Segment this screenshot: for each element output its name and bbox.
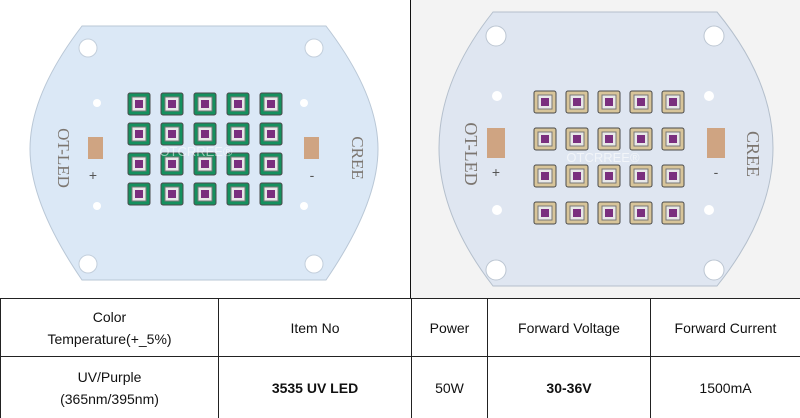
led-chip: [533, 164, 557, 188]
led-chip: [160, 122, 184, 146]
led-chip: [565, 201, 589, 225]
small-hole: [492, 205, 502, 215]
header-forward-current: Forward Current: [650, 298, 800, 357]
led-chip: [565, 164, 589, 188]
led-chip: [127, 92, 151, 116]
solder-pad-positive: [487, 128, 505, 158]
led-board-illustration-left: + - OT-LED CREE OTCRREE®: [29, 25, 379, 281]
small-hole: [704, 205, 714, 215]
led-chip: [597, 90, 621, 114]
mount-hole: [485, 259, 507, 281]
led-chip: [226, 152, 250, 176]
led-chip: [629, 164, 653, 188]
cell-color-line2: (365nm/395nm): [60, 390, 159, 407]
led-chip: [629, 201, 653, 225]
brand-ot-led: OT-LED: [461, 122, 481, 185]
table-row: UV/Purple (365nm/395nm) 3535 UV LED 50W …: [0, 356, 800, 418]
cell-color-line1: UV/Purple: [77, 368, 142, 385]
mount-hole: [485, 25, 507, 47]
led-chip: [533, 201, 557, 225]
brand-ot-led: OT-LED: [54, 128, 73, 188]
small-hole: [492, 91, 502, 101]
header-color-temperature: Color Temperature(+_5%): [0, 298, 219, 357]
led-chip: [226, 92, 250, 116]
header-item-no: Item No: [218, 298, 412, 357]
mount-hole: [78, 254, 98, 274]
led-chip: [193, 152, 217, 176]
led-chip: [259, 152, 283, 176]
led-board-photo-yellow: + - OT-LED CREE OTCRREE®: [411, 0, 800, 298]
led-chip: [661, 201, 685, 225]
small-hole: [704, 91, 714, 101]
cell-forward-voltage: 30-36V: [487, 356, 651, 418]
mount-hole: [703, 25, 725, 47]
led-chip: [259, 92, 283, 116]
led-chip: [661, 127, 685, 151]
led-chip: [127, 182, 151, 206]
led-chip: [629, 127, 653, 151]
led-grid: [127, 92, 283, 206]
led-chip: [259, 182, 283, 206]
led-chip: [193, 92, 217, 116]
led-chip: [661, 164, 685, 188]
led-chip: [160, 152, 184, 176]
header-power: Power: [411, 298, 488, 357]
cell-forward-current: 1500mA: [650, 356, 800, 418]
cell-power: 50W: [411, 356, 488, 418]
led-chip: [597, 164, 621, 188]
plus-label: +: [492, 164, 500, 180]
small-hole: [93, 99, 101, 107]
header-color-line1: Color: [92, 308, 127, 325]
led-grid: [533, 90, 685, 225]
led-chip: [533, 90, 557, 114]
watermark: OTCRREE®: [566, 150, 640, 165]
led-chip: [226, 122, 250, 146]
minus-label: -: [310, 167, 315, 183]
led-chip: [565, 90, 589, 114]
watermark: OTCRREE®: [159, 144, 233, 159]
cell-color: UV/Purple (365nm/395nm): [0, 356, 219, 418]
minus-label: -: [714, 164, 719, 180]
led-chip: [160, 182, 184, 206]
header-forward-voltage: Forward Voltage: [487, 298, 651, 357]
led-chip: [127, 122, 151, 146]
plus-label: +: [89, 167, 97, 183]
led-chip: [565, 127, 589, 151]
brand-cree: CREE: [348, 136, 367, 179]
led-chip: [193, 122, 217, 146]
solder-pad-negative: [304, 137, 319, 159]
mount-hole: [304, 38, 324, 58]
mount-hole: [78, 38, 98, 58]
led-board-illustration-right: + - OT-LED CREE OTCRREE®: [438, 11, 774, 287]
led-board-photo-green: + - OT-LED CREE OTCRREE®: [0, 0, 410, 298]
led-chip: [193, 182, 217, 206]
solder-pad-positive: [88, 137, 103, 159]
mount-hole: [703, 259, 725, 281]
product-photos: + - OT-LED CREE OTCRREE® + - OT-LED CREE: [0, 0, 800, 298]
led-chip: [533, 127, 557, 151]
led-chip: [597, 127, 621, 151]
led-chip: [259, 122, 283, 146]
led-chip: [226, 182, 250, 206]
small-hole: [300, 99, 308, 107]
small-hole: [93, 202, 101, 210]
header-color-line2: Temperature(+_5%): [47, 330, 172, 347]
solder-pad-negative: [707, 128, 725, 158]
led-chip: [160, 92, 184, 116]
led-chip: [629, 90, 653, 114]
led-chip: [127, 152, 151, 176]
led-chip: [661, 90, 685, 114]
led-chip: [597, 201, 621, 225]
spec-table: Color Temperature(+_5%) Item No Power Fo…: [0, 298, 800, 418]
small-hole: [300, 202, 308, 210]
table-header-row: Color Temperature(+_5%) Item No Power Fo…: [0, 298, 800, 357]
brand-cree: CREE: [743, 131, 763, 177]
cell-item-no: 3535 UV LED: [218, 356, 412, 418]
mount-hole: [304, 254, 324, 274]
